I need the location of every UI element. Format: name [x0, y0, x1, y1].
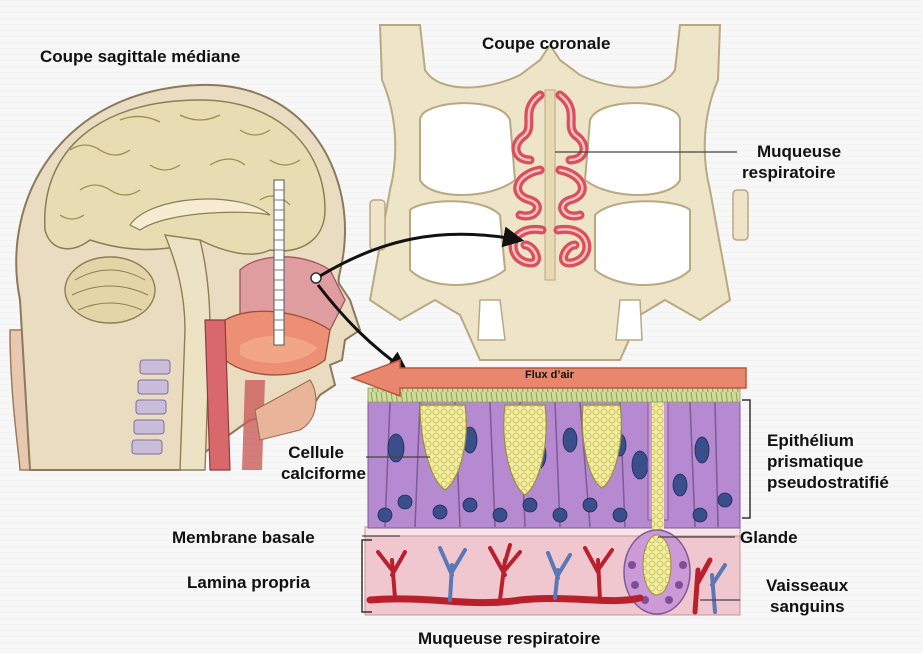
sagittal-section — [10, 85, 360, 470]
coronal-title: Coupe coronale — [482, 33, 610, 54]
cilia — [368, 388, 740, 402]
airflow-label: Flux d’air — [525, 369, 574, 381]
lamina-propria-label: Lamina propria — [187, 572, 310, 593]
glande-label: Glande — [740, 527, 798, 548]
sagittal-title: Coupe sagittale médiane — [40, 46, 240, 67]
vaisseaux-sanguins-label: Vaisseaux sanguins — [766, 575, 848, 617]
histology-block — [362, 388, 750, 615]
muqueuse-respiratoire-label: Muqueuse respiratoire — [742, 141, 841, 183]
epithelium-label: Epithélium prismatique pseudostratifié — [767, 430, 889, 493]
membrane-basale-label: Membrane basale — [172, 527, 315, 548]
cellule-calciforme-label: Cellule calciforme — [262, 442, 366, 484]
zoom-point — [311, 273, 321, 283]
bottom-title: Muqueuse respiratoire — [418, 628, 600, 649]
